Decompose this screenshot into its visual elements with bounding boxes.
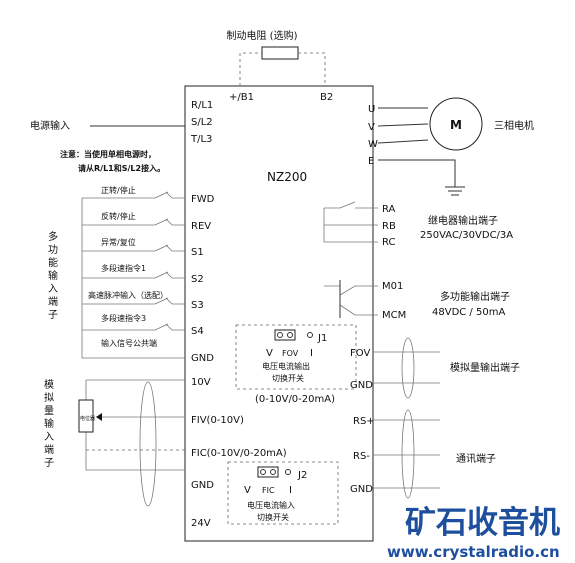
- terminal-10v: 10V: [191, 377, 211, 388]
- do-output-label: 多功能输出端子: [440, 290, 510, 303]
- relay-label: 继电器输出端子: [428, 214, 498, 227]
- motor-label: 三相电机: [494, 119, 534, 132]
- terminal-m01: M01: [382, 281, 403, 292]
- di-desc-fwd: 正转/停止: [101, 185, 136, 195]
- j1-desc1: 电压电流输出: [262, 361, 310, 371]
- terminal-ao-gnd: GND: [350, 380, 373, 391]
- terminal-ai-gnd: GND: [191, 480, 214, 491]
- j2-box: [227, 461, 339, 525]
- j1-mid: FOV: [282, 349, 299, 358]
- terminal-s3: S3: [191, 300, 204, 311]
- transistor-output: [324, 280, 378, 318]
- j1-desc2: 切换开关: [272, 373, 304, 383]
- shield-ellipse-ai: [139, 381, 157, 507]
- terminal-s: S/L2: [191, 117, 213, 128]
- di-desc-rev: 反转/停止: [101, 211, 136, 221]
- j2-desc1: 电压电流输入: [247, 500, 295, 510]
- shield-ellipse-comm: [401, 409, 415, 499]
- di-desc-common: 输入信号公共端: [101, 338, 157, 348]
- pot-label: 电位器: [80, 415, 95, 422]
- j1-range: (0-10V/0-20mA): [255, 394, 335, 405]
- motor-letter: M: [450, 118, 462, 132]
- digital-input-switches: [81, 191, 185, 359]
- analog-input-wiring: [78, 379, 185, 471]
- ao-label: 模拟量输出端子: [450, 361, 520, 374]
- do-output-rating: 48VDC / 50mA: [432, 307, 505, 318]
- brake-resistor-symbol: [261, 46, 299, 60]
- terminal-s1: S1: [191, 247, 204, 258]
- j2-i: I: [289, 485, 292, 496]
- j2-name: J2: [297, 470, 307, 481]
- terminal-rb: RB: [382, 221, 396, 232]
- terminal-mcm: MCM: [382, 310, 406, 321]
- terminal-rs-minus: RS-: [353, 451, 370, 462]
- terminal-r: R/L1: [191, 100, 213, 111]
- terminal-t: T/L3: [190, 134, 212, 145]
- terminal-w: W: [368, 139, 378, 150]
- j2-desc2: 切换开关: [257, 512, 289, 522]
- di-desc-s2: 多段速指令1: [101, 263, 146, 273]
- brake-resistor-label: 制动电阻 (选购): [227, 29, 298, 42]
- terminal-rs-plus: RS+: [353, 416, 375, 427]
- terminal-e: E: [368, 156, 374, 167]
- j1-jumper: [274, 329, 296, 341]
- terminal-fov: FOV: [350, 348, 370, 359]
- ground-icon: [445, 186, 465, 196]
- single-phase-note-2: 请从R/L1和S/L2接入。: [78, 163, 165, 173]
- motor-wires: [377, 107, 429, 144]
- terminal-u: U: [368, 104, 375, 115]
- j1-v: V: [266, 348, 273, 359]
- di-desc-s3: 高速脉冲输入（选配）: [88, 290, 168, 300]
- shield-ellipse-ao: [401, 337, 415, 399]
- ground-wire: [378, 159, 456, 187]
- terminal-comm-gnd: GND: [350, 484, 373, 495]
- motor-symbol: [429, 97, 483, 151]
- terminal-rc: RC: [382, 237, 395, 248]
- terminal-24v: 24V: [191, 518, 211, 529]
- terminal-fiv: FIV(0-10V): [191, 415, 244, 426]
- j1-box: [235, 324, 357, 390]
- brake-resistor-wires: [239, 52, 326, 86]
- terminal-s2: S2: [191, 274, 204, 285]
- di-desc-s4: 多段速指令3: [101, 313, 146, 323]
- inverter-body: [184, 85, 374, 542]
- terminal-fwd: FWD: [191, 194, 215, 205]
- svg-text:矿石收音机: 矿石收音机: [405, 505, 560, 541]
- j1-name: J1: [317, 333, 327, 344]
- watermark-logo: 矿石收音机 www.crystalradio.cn: [387, 505, 560, 561]
- terminal-pb: +/B1: [229, 92, 254, 103]
- ao-wires: [373, 351, 440, 384]
- digital-input-side-label: 多功能输入端子: [48, 230, 58, 321]
- power-input-label: 电源输入: [30, 119, 70, 132]
- terminal-ra: RA: [382, 204, 396, 215]
- di-desc-s1: 异常/复位: [101, 237, 136, 247]
- comm-wires: [373, 419, 440, 489]
- terminal-fic: FIC(0-10V/0-20mA): [191, 448, 287, 459]
- relay-contacts: [323, 201, 378, 243]
- comm-label: 通讯端子: [456, 452, 496, 465]
- j2-v: V: [244, 485, 251, 496]
- j2-mid: FIC: [262, 486, 275, 495]
- terminal-s4: S4: [191, 326, 204, 337]
- model-name: NZ200: [267, 170, 307, 184]
- j2-jumper: [257, 466, 279, 478]
- analog-input-side-label: 模拟量输入端子: [44, 379, 54, 469]
- terminal-rev: REV: [191, 221, 211, 232]
- svg-text:www.crystalradio.cn: www.crystalradio.cn: [387, 543, 560, 561]
- terminal-v: V: [368, 122, 375, 133]
- j1-i: I: [310, 348, 313, 359]
- relay-rating: 250VAC/30VDC/3A: [420, 230, 513, 241]
- single-phase-note-1: 注意：当使用单相电源时，: [60, 149, 156, 159]
- terminal-b2: B2: [320, 92, 333, 103]
- terminal-di-gnd: GND: [191, 353, 214, 364]
